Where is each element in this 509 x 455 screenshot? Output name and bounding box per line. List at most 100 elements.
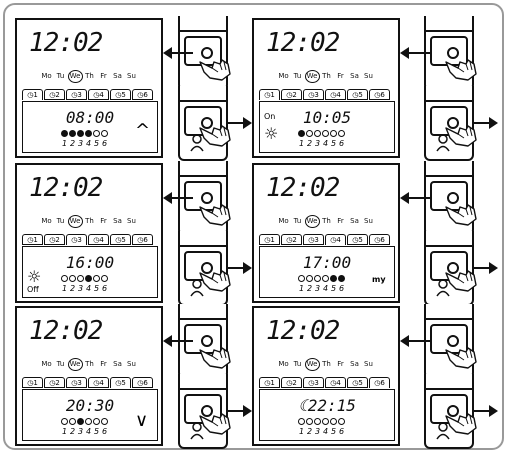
program-tab[interactable]: ◷1 xyxy=(22,234,43,245)
weekday-label: Su xyxy=(364,72,373,80)
day-dot xyxy=(61,275,68,282)
program-tab[interactable]: ◷6 xyxy=(132,234,153,245)
program-tab[interactable]: ◷5 xyxy=(110,377,131,388)
remote-top-edge xyxy=(426,86,472,102)
day-dot xyxy=(93,418,100,425)
program-tab[interactable]: ◷4 xyxy=(325,89,346,100)
pointing-hand-icon xyxy=(444,267,478,293)
program-tab[interactable]: ◷4 xyxy=(88,89,109,100)
program-tab[interactable]: ◷2 xyxy=(44,377,65,388)
program-tab[interactable]: ◷1 xyxy=(22,377,43,388)
day-number: 6 xyxy=(101,139,108,148)
weekday-label: Sa xyxy=(113,360,122,368)
day-number: 1 xyxy=(298,427,305,436)
weekday-label: Tu xyxy=(56,217,65,225)
program-tab[interactable]: ◷3 xyxy=(66,89,87,100)
day-number: 5 xyxy=(93,427,100,436)
day-number: 1 xyxy=(61,139,68,148)
weekday-label: Mo xyxy=(41,72,52,80)
day-dot xyxy=(298,418,305,425)
program-tab[interactable]: ◷3 xyxy=(303,377,324,388)
program-tab[interactable]: ◷3 xyxy=(303,234,324,245)
program-tab[interactable]: ◷6 xyxy=(369,377,390,388)
program-tab[interactable]: ◷6 xyxy=(369,234,390,245)
remote-top-edge xyxy=(180,86,226,102)
program-tab[interactable]: ◷1 xyxy=(22,89,43,100)
weekday-label: Fr xyxy=(100,217,107,225)
day-dot xyxy=(330,130,337,137)
weekday-label: Mo xyxy=(278,72,289,80)
pointing-hand-icon xyxy=(444,410,478,436)
program-tab[interactable]: ◷5 xyxy=(347,89,368,100)
day-dot xyxy=(322,130,329,137)
remote-top-edge xyxy=(180,374,226,390)
arrow-left xyxy=(400,335,430,347)
day-number: 2 xyxy=(306,139,313,148)
day-dot xyxy=(322,418,329,425)
program-tab[interactable]: ◷1 xyxy=(259,377,280,388)
program-tab[interactable]: ◷4 xyxy=(325,377,346,388)
weekday-label: Tu xyxy=(56,72,65,80)
day-dot xyxy=(85,130,92,137)
weekday-label: Th xyxy=(85,360,94,368)
day-dot xyxy=(338,275,345,282)
weekday-label: Su xyxy=(364,217,373,225)
day-number: 2 xyxy=(306,427,313,436)
weekday-label: Sa xyxy=(350,72,359,80)
day-number: 1 xyxy=(298,284,305,293)
weekday-label: Fr xyxy=(100,360,107,368)
remote-control-icon xyxy=(424,374,474,449)
day-dots xyxy=(61,130,108,137)
day-dot xyxy=(77,418,84,425)
program-tab[interactable]: ◷2 xyxy=(44,234,65,245)
weekday-label: Sa xyxy=(350,217,359,225)
program-tab[interactable]: ◷5 xyxy=(347,234,368,245)
day-dot xyxy=(330,275,337,282)
pointing-hand-icon xyxy=(444,201,478,227)
day-number: 5 xyxy=(330,284,337,293)
program-tab[interactable]: ◷6 xyxy=(132,377,153,388)
program-tab[interactable]: ◷5 xyxy=(347,377,368,388)
day-number: 6 xyxy=(101,284,108,293)
program-tab[interactable]: ◷4 xyxy=(325,234,346,245)
day-number: 1 xyxy=(61,427,68,436)
program-tab[interactable]: ◷2 xyxy=(281,234,302,245)
program-tab[interactable]: ◷4 xyxy=(88,377,109,388)
program-tab[interactable]: ◷2 xyxy=(44,89,65,100)
day-dot xyxy=(93,130,100,137)
person-icon xyxy=(190,422,204,440)
remote-top-edge xyxy=(426,374,472,390)
weekday-label: Fr xyxy=(337,217,344,225)
program-tab[interactable]: ◷2 xyxy=(281,377,302,388)
program-tab[interactable]: ◷3 xyxy=(66,377,87,388)
program-tabs: ◷1◷2◷3◷4◷5◷6 xyxy=(22,377,153,388)
program-tab[interactable]: ◷6 xyxy=(369,89,390,100)
program-tab[interactable]: ◷2 xyxy=(281,89,302,100)
weekday-label: Tu xyxy=(293,72,302,80)
weekday-label: Mo xyxy=(41,360,52,368)
day-dots xyxy=(298,275,345,282)
day-number: 6 xyxy=(338,284,345,293)
program-tab[interactable]: ◷3 xyxy=(303,89,324,100)
day-dot xyxy=(61,130,68,137)
program-tab[interactable]: ◷1 xyxy=(259,89,280,100)
program-tab[interactable]: ◷5 xyxy=(110,89,131,100)
day-dot xyxy=(101,418,108,425)
day-number: 3 xyxy=(314,427,321,436)
program-tab[interactable]: ◷3 xyxy=(66,234,87,245)
day-dot xyxy=(69,275,76,282)
day-number: 2 xyxy=(69,427,76,436)
program-tab[interactable]: ◷6 xyxy=(132,89,153,100)
program-tab[interactable]: ◷1 xyxy=(259,234,280,245)
program-tab[interactable]: ◷4 xyxy=(88,234,109,245)
program-tab[interactable]: ◷5 xyxy=(110,234,131,245)
